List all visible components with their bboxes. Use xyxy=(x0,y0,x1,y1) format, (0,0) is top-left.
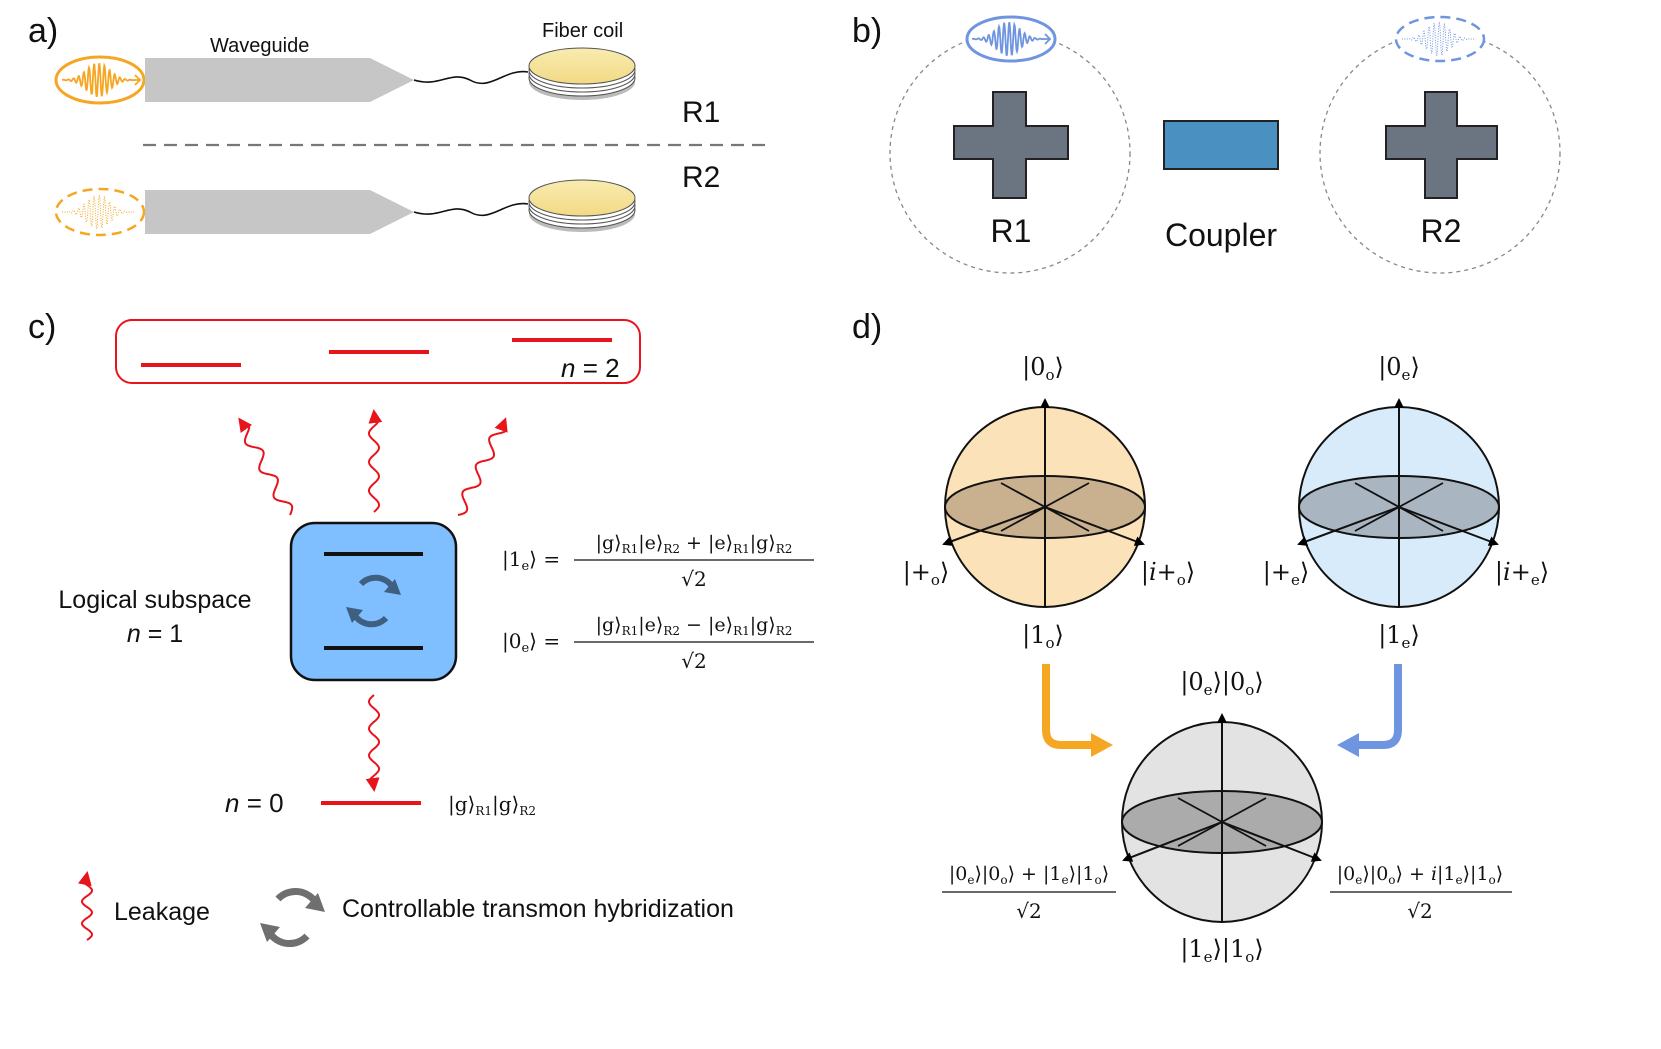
legend-hybridization-icon xyxy=(260,887,325,948)
sphere-o-top: |0o⟩ xyxy=(1022,353,1064,384)
eq1-lhs: |1e⟩ = xyxy=(502,547,560,574)
legend-hybridization-label: Controllable transmon hybridization xyxy=(342,895,734,923)
equation-1e: |1e⟩ = |g⟩R1|e⟩R2 + |e⟩R1|g⟩R2 √2 xyxy=(502,532,814,591)
hybridization-icon xyxy=(346,574,401,628)
sphere-o-bottom: |1o⟩ xyxy=(1022,621,1064,652)
pulse-r2-orange-dashed xyxy=(54,187,146,237)
r1-mode-circle xyxy=(889,32,1131,274)
waveguide-label: Waveguide xyxy=(210,35,309,57)
transmon-r1-cross xyxy=(953,91,1069,199)
eq1-denominator: √2 xyxy=(681,567,706,591)
panel-a-r2: R2 xyxy=(682,161,720,194)
bloch-sphere-joint: |0e⟩|0o⟩ |1e⟩|1o⟩ |0e⟩|0o⟩ + |1e⟩|1o⟩ √2… xyxy=(942,668,1512,966)
combine-arrow-blue xyxy=(1357,664,1402,749)
fiber-coil-label: Fiber coil xyxy=(542,20,623,42)
combine-arrow-orange-head xyxy=(1091,733,1113,757)
panel-a-label: a) xyxy=(28,12,58,50)
coupler-block xyxy=(1163,120,1279,170)
panel-d: d) |0o⟩ |1o⟩ |+o⟩ |i+o⟩ |0e⟩ |1e⟩ xyxy=(852,308,1549,966)
joint-left-label: |0e⟩|0o⟩ + |1e⟩|1o⟩ √2 xyxy=(942,863,1116,923)
fiber-coil-r2 xyxy=(528,179,636,232)
panel-a: a) Waveguide Fiber coil R1 R2 xyxy=(28,12,765,237)
sphere-e-left: |+e⟩ xyxy=(1263,558,1309,589)
leakage-arrow-down xyxy=(365,694,381,792)
pulse-r1-blue xyxy=(965,15,1057,63)
bloch-sphere-e: |0e⟩ |1e⟩ |+e⟩ |i+e⟩ xyxy=(1263,353,1549,652)
fiber-r2 xyxy=(413,202,529,217)
panel-c: c) n = 2 Logical subspace n = 1 |1e⟩ = |… xyxy=(28,308,814,948)
panel-d-label: d) xyxy=(852,308,882,346)
logical-subspace-label: Logical subspace xyxy=(58,586,251,614)
panel-b-r1: R1 xyxy=(991,213,1032,249)
waveguide-r2 xyxy=(145,190,414,234)
panel-b-coupler: Coupler xyxy=(1165,217,1277,253)
logical-n1-label: n = 1 xyxy=(127,620,183,648)
waveguide-r1 xyxy=(145,58,414,102)
combine-arrow-orange xyxy=(1042,664,1093,749)
eq1-numerator: |g⟩R1|e⟩R2 + |e⟩R1|g⟩R2 xyxy=(596,532,793,556)
combine-arrow-blue-head xyxy=(1337,733,1359,757)
n2-label: n = 2 xyxy=(561,353,620,383)
legend-leakage-label: Leakage xyxy=(114,898,210,926)
r2-mode-circle xyxy=(1319,32,1561,274)
joint-right-denominator: √2 xyxy=(1407,899,1432,923)
logical-subspace-box xyxy=(289,521,458,682)
leakage-arrow-center xyxy=(367,409,383,513)
panel-c-label: c) xyxy=(28,308,56,346)
fiber-coil-r1 xyxy=(528,47,636,100)
panel-b: b) R1 Coupler R2 xyxy=(852,12,1561,274)
joint-top: |0e⟩|0o⟩ xyxy=(1180,668,1263,699)
panel-a-r1: R1 xyxy=(682,96,720,129)
transmon-r2-cross xyxy=(1385,91,1498,199)
joint-right-label: |0e⟩|0o⟩ + i|1e⟩|1o⟩ √2 xyxy=(1330,863,1512,923)
joint-right-numerator: |0e⟩|0o⟩ + i|1e⟩|1o⟩ xyxy=(1337,863,1503,887)
ground-state-label: |g⟩R1|g⟩R2 xyxy=(448,792,536,818)
leakage-arrow-right xyxy=(457,417,508,516)
panel-b-label: b) xyxy=(852,12,882,50)
sphere-o-left: |+o⟩ xyxy=(903,558,950,589)
sphere-o-right: |i+o⟩ xyxy=(1141,558,1195,589)
n0-label: n = 0 xyxy=(225,788,284,818)
joint-bottom: |1e⟩|1o⟩ xyxy=(1180,935,1263,966)
joint-left-denominator: √2 xyxy=(1016,899,1041,923)
sphere-e-top: |0e⟩ xyxy=(1378,353,1420,384)
panel-b-r2: R2 xyxy=(1421,213,1462,249)
equation-0e: |0e⟩ = |g⟩R1|e⟩R2 − |e⟩R1|g⟩R2 √2 xyxy=(502,614,814,673)
eq2-lhs: |0e⟩ = xyxy=(502,629,560,656)
bloch-sphere-o: |0o⟩ |1o⟩ |+o⟩ |i+o⟩ xyxy=(903,353,1195,652)
sphere-e-right: |i+e⟩ xyxy=(1495,558,1549,589)
eq2-numerator: |g⟩R1|e⟩R2 − |e⟩R1|g⟩R2 xyxy=(596,614,793,638)
pulse-r1-orange xyxy=(54,55,146,105)
eq2-denominator: √2 xyxy=(681,649,706,673)
legend-leakage-icon xyxy=(77,871,94,941)
joint-left-numerator: |0e⟩|0o⟩ + |1e⟩|1o⟩ xyxy=(949,863,1109,887)
leakage-arrow-left xyxy=(238,417,294,516)
fiber-r1 xyxy=(413,70,529,85)
pulse-r2-blue-dashed xyxy=(1394,15,1486,63)
sphere-e-bottom: |1e⟩ xyxy=(1378,621,1420,652)
